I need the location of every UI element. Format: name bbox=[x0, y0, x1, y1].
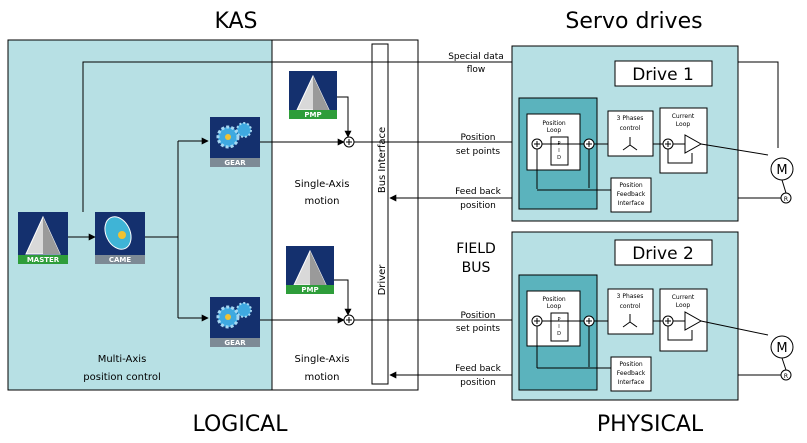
drive-2-feedback-label1: Position bbox=[619, 361, 643, 368]
drive-2-phases-label2: control bbox=[620, 303, 641, 310]
field-bus-line2: BUS bbox=[462, 260, 491, 276]
drive-1-phases-label1: 3 Phases bbox=[617, 115, 644, 122]
physical-label: PHYSICAL bbox=[597, 412, 704, 437]
drive-1-current-loop-label1: Current bbox=[672, 113, 695, 120]
drive-2-title: Drive 2 bbox=[632, 244, 694, 264]
sum-junction-kas-1 bbox=[343, 136, 355, 148]
pmp-icon-1: PMP bbox=[289, 71, 337, 119]
drive-1-phases-symbol bbox=[622, 137, 638, 151]
feed-back-position-1-line2: position bbox=[460, 201, 496, 211]
motor-resolver-links bbox=[781, 179, 787, 371]
sum-junction-kas-2 bbox=[343, 314, 355, 326]
drive-1-resolver-label: R bbox=[784, 196, 788, 203]
feed-back-position-1-line1: Feed back bbox=[455, 187, 502, 197]
master-icon: MASTER bbox=[18, 212, 68, 264]
drive-2-position-loop-label1: Position bbox=[542, 296, 566, 303]
single-axis-1-line1: Single-Axis bbox=[295, 179, 350, 190]
kas-heading: KAS bbox=[214, 9, 257, 34]
drive-2: Drive 2 Position Loop P I D 3 Phases con… bbox=[511, 231, 794, 401]
servo-drives-heading: Servo drives bbox=[565, 9, 702, 34]
multi-axis-label-line2: position control bbox=[83, 372, 160, 383]
special-data-flow-line2: flow bbox=[467, 65, 486, 75]
svg-text:PMP: PMP bbox=[304, 111, 321, 119]
svg-text:GEAR: GEAR bbox=[224, 339, 246, 347]
drive-1-feedback-label1: Position bbox=[619, 182, 643, 189]
gear-icon-2: GEAR bbox=[210, 297, 260, 347]
pmp-icon-2: PMP bbox=[286, 246, 334, 294]
position-set-points-2-line1: Position bbox=[460, 311, 495, 321]
drive-2-title-box bbox=[614, 239, 713, 266]
drive-2-phases-symbol bbox=[622, 314, 638, 328]
svg-text:MASTER: MASTER bbox=[27, 256, 60, 264]
drive-1-title: Drive 1 bbox=[632, 65, 694, 85]
multi-axis-label-line1: Multi-Axis bbox=[98, 354, 147, 365]
drive-2-current-loop-label1: Current bbox=[672, 294, 695, 301]
special-data-flow-line1: Special data bbox=[448, 52, 504, 62]
bus-driver-column bbox=[371, 43, 389, 385]
drive-1-pid-d: D bbox=[557, 155, 561, 161]
gear-icon-1: GEAR bbox=[210, 117, 260, 167]
logical-label: LOGICAL bbox=[193, 412, 289, 437]
drive-1-current-loop-label2: Loop bbox=[676, 121, 691, 128]
single-axis-1-line2: motion bbox=[304, 196, 339, 207]
drive-1-title-box bbox=[614, 60, 713, 87]
drive-2-phases-label1: 3 Phases bbox=[617, 293, 644, 300]
drive-2-current-loop-label2: Loop bbox=[676, 302, 691, 309]
drive-1-feedback-label3: Interface bbox=[618, 200, 645, 207]
cam-icon: CAME bbox=[95, 212, 145, 264]
drive-2-pid-box bbox=[550, 312, 569, 342]
feed-back-position-2-line2: position bbox=[460, 378, 496, 388]
drive-2-motor-label: M bbox=[776, 341, 787, 356]
drive-1-phases-label2: control bbox=[620, 125, 641, 132]
drive-2-position-loop-label2: Loop bbox=[547, 303, 562, 310]
drive-1-position-loop-label1: Position bbox=[542, 120, 566, 127]
drive-2-phases-box bbox=[607, 288, 654, 335]
position-set-points-2-line2: set points bbox=[456, 324, 501, 334]
drive-1-phases-box bbox=[607, 110, 654, 157]
single-axis-2-line1: Single-Axis bbox=[295, 354, 350, 365]
feed-back-position-2-line1: Feed back bbox=[455, 364, 502, 374]
position-set-points-1-line1: Position bbox=[460, 133, 495, 143]
bus-interface-label: Bus Interface bbox=[377, 127, 388, 193]
svg-text:GEAR: GEAR bbox=[224, 159, 246, 167]
field-bus-line1: FIELD bbox=[456, 241, 496, 257]
drive-2-pid-d: D bbox=[557, 331, 561, 337]
svg-text:PMP: PMP bbox=[301, 286, 318, 294]
driver-label: Driver bbox=[377, 264, 388, 296]
drive-2-feedback-box bbox=[610, 356, 652, 392]
drive-1-feedback-box bbox=[610, 177, 652, 213]
drive-1-feedback-label2: Feedback bbox=[617, 191, 646, 198]
drive-1-pid-i: I bbox=[558, 148, 559, 154]
position-set-points-1-line2: set points bbox=[456, 147, 501, 157]
drive-1-motor-label: M bbox=[776, 163, 787, 178]
drive-2-feedback-label3: Interface bbox=[618, 379, 645, 386]
drive-1-position-loop-label2: Loop bbox=[547, 127, 562, 134]
svg-text:CAME: CAME bbox=[109, 256, 132, 264]
single-axis-2-line2: motion bbox=[304, 372, 339, 383]
drive-2-feedback-label2: Feedback bbox=[617, 370, 646, 377]
drive-2-resolver-label: R bbox=[784, 373, 788, 380]
drive-2-pid-i: I bbox=[558, 324, 559, 330]
drive-2-pid-p: P bbox=[557, 317, 560, 323]
drive-1: Drive 1 Position Loop P I D 3 Phases con… bbox=[511, 45, 794, 222]
